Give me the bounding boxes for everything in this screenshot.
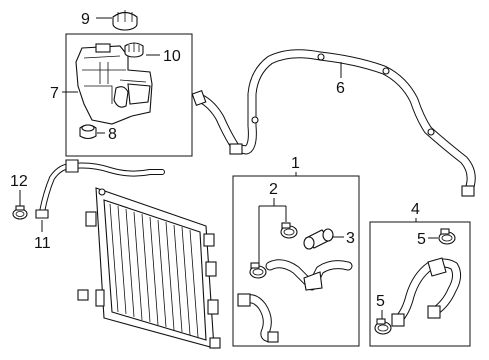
hose-clamp-part-2b bbox=[249, 262, 267, 279]
long-coolant-hose-part bbox=[191, 49, 476, 197]
overflow-hose-part bbox=[35, 159, 165, 219]
reservoir-grommet-part bbox=[79, 124, 97, 140]
callout-11: 11 bbox=[34, 235, 51, 252]
upper-hose-assembly-box bbox=[369, 221, 471, 347]
callout-6: 6 bbox=[336, 80, 345, 97]
callout-8: 8 bbox=[108, 126, 117, 143]
reservoir-cap-part bbox=[112, 10, 138, 31]
coolant-reservoir-part bbox=[75, 43, 153, 125]
hose-clamp-part-5a bbox=[438, 228, 456, 245]
callout-3: 3 bbox=[346, 230, 355, 247]
callout-12: 12 bbox=[10, 173, 28, 190]
callout-7: 7 bbox=[50, 85, 59, 102]
callout-5-lower: 5 bbox=[376, 293, 385, 310]
reservoir-assembly-box bbox=[65, 33, 193, 157]
callout-1: 1 bbox=[291, 155, 300, 172]
radiator-part bbox=[77, 187, 221, 349]
hose-clamp-part-5b bbox=[374, 318, 392, 335]
callout-2: 2 bbox=[269, 181, 278, 198]
lower-radiator-hose-part bbox=[237, 259, 353, 343]
reservoir-inner-cap-part bbox=[124, 42, 144, 58]
upper-radiator-hose-part bbox=[391, 257, 462, 327]
hose-clamp-part-12 bbox=[12, 205, 28, 220]
callout-9: 9 bbox=[81, 11, 90, 28]
hose-fitting-part-3 bbox=[303, 228, 334, 250]
callout-10: 10 bbox=[163, 48, 181, 65]
callout-5-upper: 5 bbox=[417, 231, 426, 248]
callout-4: 4 bbox=[411, 201, 420, 218]
hose-clamp-part-2a bbox=[280, 222, 298, 239]
